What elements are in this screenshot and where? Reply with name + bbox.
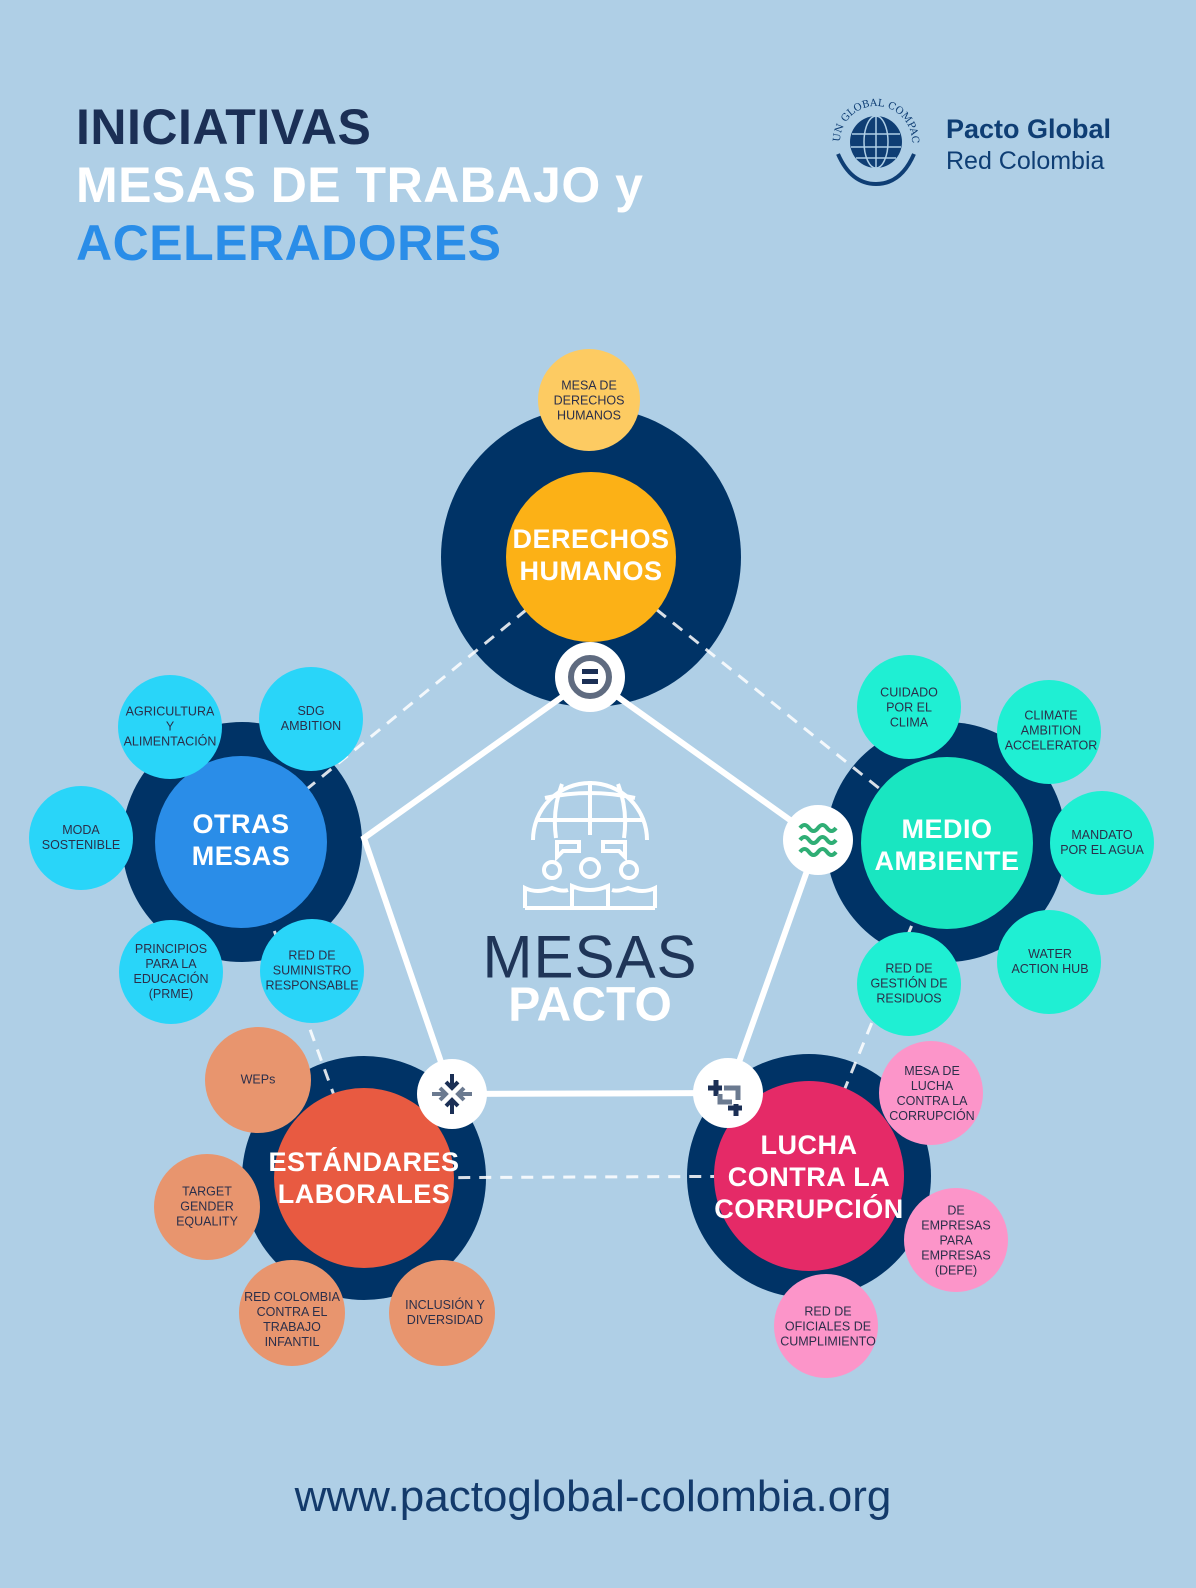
satellite bbox=[154, 1154, 260, 1260]
satellite bbox=[259, 667, 363, 771]
water-waves-icon bbox=[783, 805, 853, 875]
pentagon-connector bbox=[360, 673, 822, 1098]
hub-label-medio: MEDIO AMBIENTE bbox=[874, 814, 1020, 876]
title-line-1: INICIATIVAS bbox=[76, 99, 372, 155]
arrows-converge-icon bbox=[417, 1059, 487, 1129]
hub-label-lucha: LUCHA CONTRA LA CORRUPCIÓN bbox=[714, 1130, 904, 1224]
satellite-label: PRINCIPIOS PARA LA EDUCACIÓN (PRME) bbox=[133, 942, 209, 1001]
satellite bbox=[1050, 791, 1154, 895]
satellite bbox=[997, 680, 1101, 784]
logo-name: Pacto Global bbox=[946, 114, 1112, 144]
satellite-label: INCLUSIÓN Y DIVERSIDAD bbox=[405, 1298, 485, 1327]
title-line-2: MESAS DE TRABAJO y bbox=[76, 157, 644, 213]
hub-derechos bbox=[506, 472, 676, 642]
satellite-label: TARGET GENDER EQUALITY bbox=[176, 1184, 238, 1229]
globe-people-icon bbox=[523, 781, 657, 910]
satellite-label: RED DE SUMINISTRO RESPONSABLE bbox=[265, 948, 359, 993]
satellite-label: RED DE OFICIALES DE CUMPLIMIENTO bbox=[780, 1304, 876, 1349]
satellite-label: WEPs bbox=[240, 1072, 276, 1087]
satellite-label: CLIMATE AMBITION ACCELERATOR bbox=[1004, 708, 1098, 753]
hub-medio bbox=[861, 757, 1033, 929]
satellite bbox=[538, 349, 640, 451]
satellite-label: RED COLOMBIA CONTRA EL TRABAJO INFANTIL bbox=[244, 1290, 340, 1349]
un-global-compact-emblem-icon: UN GLOBAL COMPACT bbox=[826, 92, 920, 187]
satellite-label: RED DE GESTIÓN DE RESIDUOS bbox=[870, 961, 948, 1006]
satellite-label: SDG AMBITION bbox=[280, 704, 342, 733]
hub-lucha bbox=[714, 1081, 904, 1271]
equality-icon bbox=[555, 642, 625, 712]
satellite-label: DE EMPRESAS PARA EMPRESAS (DEPE) bbox=[921, 1203, 991, 1278]
satellite bbox=[997, 910, 1101, 1014]
satellite bbox=[119, 920, 223, 1024]
hub-estandares bbox=[274, 1088, 454, 1268]
anti-corruption-icon bbox=[693, 1058, 763, 1128]
logo: UN GLOBAL COMPACT Pacto Global Red Colom… bbox=[826, 92, 1126, 192]
hub-label-otras: OTRAS MESAS bbox=[191, 809, 291, 871]
satellite bbox=[879, 1041, 983, 1145]
title-line-3: ACELERADORES bbox=[76, 215, 502, 271]
logo-subtitle: Red Colombia bbox=[946, 147, 1105, 175]
hub-label-estandares: ESTÁNDARES LABORALES bbox=[268, 1147, 460, 1209]
satellite bbox=[389, 1260, 495, 1366]
satellite bbox=[239, 1260, 345, 1366]
center-title: MESAS bbox=[482, 923, 698, 991]
satellite bbox=[260, 919, 364, 1023]
center-subtitle: PACTO bbox=[508, 978, 672, 1032]
satellite bbox=[857, 932, 961, 1036]
satellite-label: MESA DE LUCHA CONTRA LA CORRUPCIÓN bbox=[889, 1064, 975, 1123]
satellite bbox=[774, 1274, 878, 1378]
hub-label-derechos: DERECHOS HUMANOS bbox=[512, 524, 670, 586]
website-link[interactable]: www.pactoglobal-colombia.org bbox=[294, 1472, 892, 1521]
satellite-label: WATER ACTION HUB bbox=[1011, 947, 1089, 976]
satellite-label: CUIDADO POR EL CLIMA bbox=[880, 685, 938, 730]
satellite bbox=[118, 675, 222, 779]
hub-otras bbox=[155, 756, 327, 928]
satellite bbox=[857, 655, 961, 759]
satellite bbox=[29, 786, 133, 890]
satellite-label: MANDATO POR EL AGUA bbox=[1060, 828, 1144, 857]
satellite bbox=[904, 1188, 1008, 1292]
satellite-label: MESA DE DERECHOS HUMANOS bbox=[553, 378, 625, 423]
satellite-label: AGRICULTURA Y ALIMENTACIÓN bbox=[123, 704, 217, 749]
satellite-label: MODA SOSTENIBLE bbox=[41, 823, 121, 852]
satellite bbox=[205, 1027, 311, 1133]
